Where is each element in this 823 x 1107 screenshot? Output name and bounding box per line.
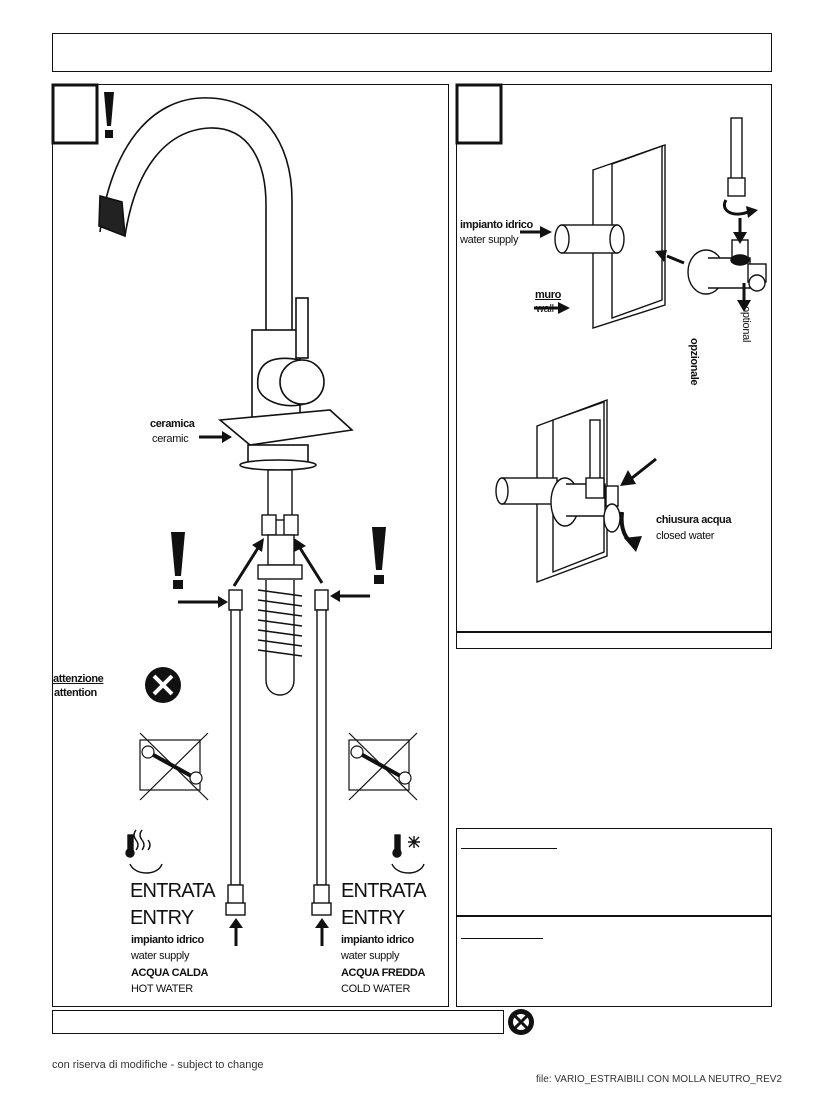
wall-label-it: muro [535, 289, 561, 301]
wall-installation-top [554, 117, 767, 329]
footer-disclaimer: con riserva di modifiche - subject to ch… [52, 1059, 264, 1071]
header-box [52, 33, 772, 72]
note-box-1 [456, 828, 772, 916]
cold-water-it: ACQUA FREDDA [341, 967, 426, 979]
warning-exclamation-icon [171, 527, 386, 589]
hot-entrata: ENTRATA [130, 880, 216, 902]
ceramic-label-it: ceramica [150, 418, 195, 430]
prohibited-icon [145, 667, 181, 703]
wall-installation-bottom [495, 398, 621, 584]
attention-label-it: attenzione [53, 673, 104, 685]
arrow-icon [178, 431, 370, 946]
note-box-2-underline [461, 938, 543, 939]
right-caption-bar [456, 632, 772, 649]
note-box-2 [456, 916, 772, 1007]
cold-supply-it: impianto idrico [341, 934, 414, 946]
footer-filename: file: VARIO_ESTRAIBILI CON MOLLA NEUTRO_… [536, 1074, 782, 1085]
arrow-icon [520, 199, 758, 314]
step-number-box-left [51, 83, 99, 145]
hot-water-it: ACQUA CALDA [131, 967, 209, 979]
cold-water-icon [391, 834, 425, 874]
cold-water-en: COLD WATER [341, 983, 411, 995]
faucet-hoses [257, 469, 303, 696]
faucet-spout [98, 97, 293, 340]
water-supply-label-en: water supply [460, 234, 519, 246]
optional-label-it: opzionale [688, 338, 700, 386]
warning-exclamation-icon [104, 92, 114, 138]
attention-label-en: attention [54, 687, 97, 699]
cold-supply-en: water supply [341, 950, 400, 962]
spring [257, 589, 303, 657]
optional-label-en: optional [740, 306, 752, 343]
ceramic-label-en: ceramic [152, 433, 189, 445]
arrow-icon [619, 457, 657, 552]
hot-entry: ENTRY [130, 907, 194, 929]
supply-pipes [225, 589, 332, 916]
closed-water-label-it: chiusura acqua [656, 514, 732, 526]
wrench-crossed-icon [139, 732, 209, 801]
hot-water-icon [125, 829, 163, 874]
hot-water-en: HOT WATER [131, 983, 193, 995]
wall-label-en: wall [536, 303, 554, 315]
closed-water-label-en: closed water [656, 530, 715, 542]
prohibited-icon [508, 1009, 534, 1035]
hot-supply-it: impianto idrico [131, 934, 204, 946]
bottom-bar [52, 1010, 504, 1034]
note-box-1-underline [461, 848, 557, 849]
step-number-box-right [455, 83, 503, 145]
faucet-body [218, 297, 354, 471]
water-supply-label-it: impianto idrico [460, 219, 533, 231]
wrench-crossed-icon [348, 732, 418, 801]
cold-entry: ENTRY [341, 907, 405, 929]
cold-entrata: ENTRATA [341, 880, 427, 902]
hot-supply-en: water supply [131, 950, 190, 962]
